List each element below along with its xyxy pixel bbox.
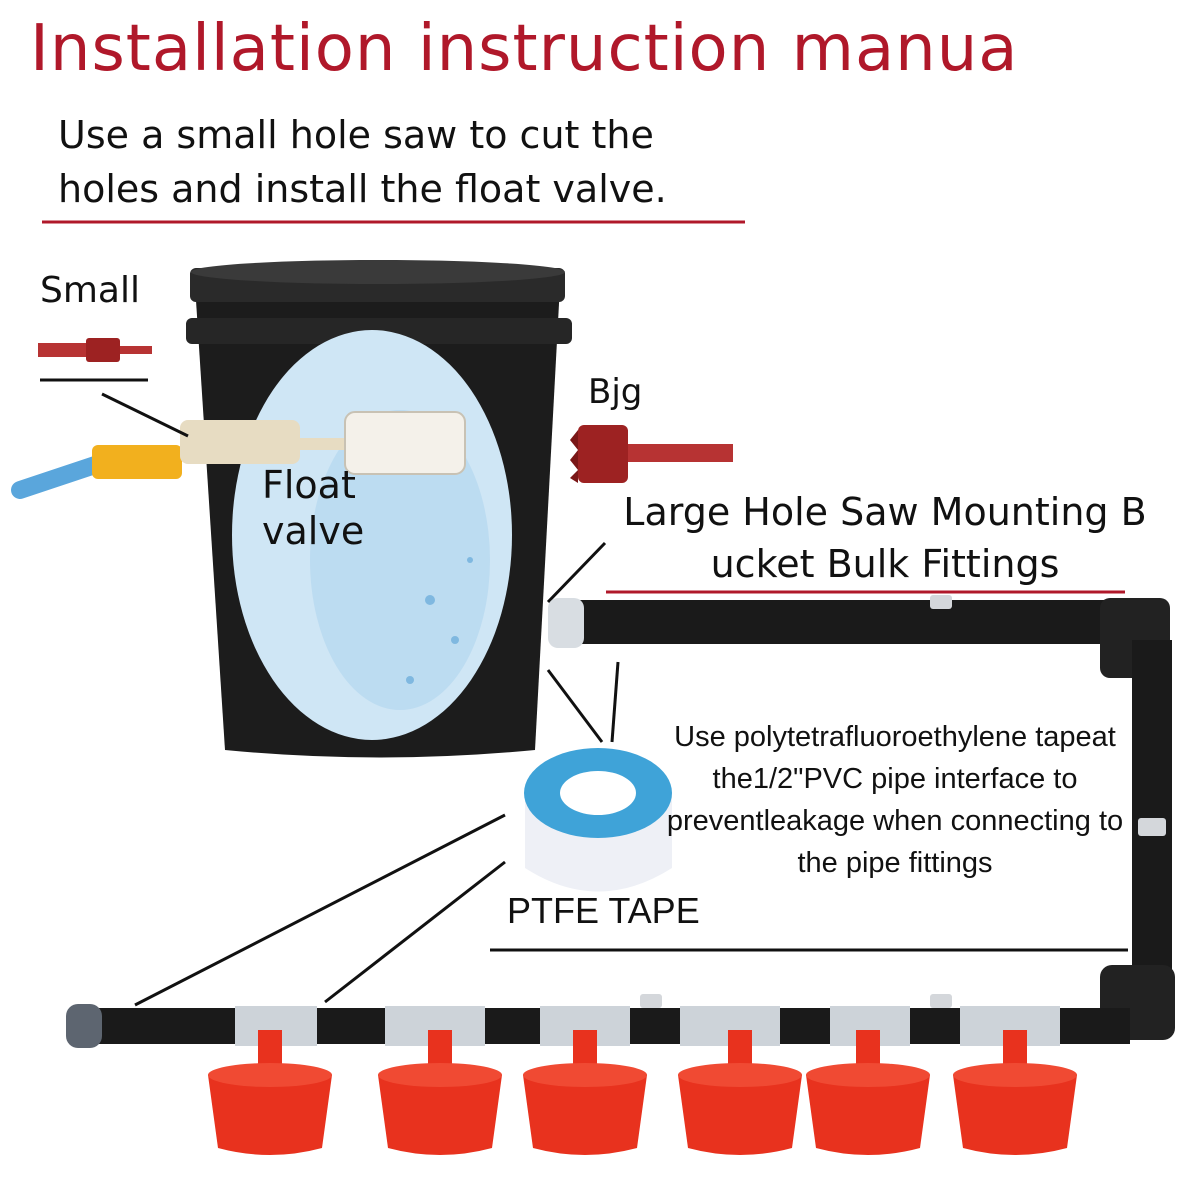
label-ptfe-note: Use polytetrafluoroethylene tapeat the1/…: [666, 721, 1124, 879]
label-big: Bjg: [588, 372, 643, 412]
label-ptfe-tape: PTFE TAPE: [507, 890, 700, 931]
instruction-text: Use a small hole saw to cut the holes an…: [58, 113, 667, 211]
label-large-hole-saw: Large Hole Saw Mounting B ucket Bulk Fit…: [623, 490, 1147, 586]
pointer-ptfe-2: [610, 661, 620, 743]
pointer-ptfe-1: [546, 669, 604, 743]
pointer-ptfe-4: [324, 860, 506, 1004]
label-small: Small: [40, 270, 140, 311]
hole-saw-small-icon: [38, 338, 152, 362]
ptfe-tape-icon: [524, 748, 672, 892]
float-valve-icon: [180, 411, 466, 475]
bucket-icon: [186, 260, 572, 758]
label-float-valve: Float valve: [262, 463, 365, 553]
hole-saw-large-icon: [570, 425, 733, 483]
pointer-large: [546, 541, 607, 604]
drinking-cup-icon: [208, 1030, 1077, 1155]
pvc-pipe-icon: [66, 595, 1175, 1048]
pointer-small: [101, 392, 189, 438]
pointer-ptfe-3: [134, 813, 506, 1007]
page-title: Installation instruction manua: [30, 12, 1019, 86]
hose-icon: [11, 445, 182, 499]
